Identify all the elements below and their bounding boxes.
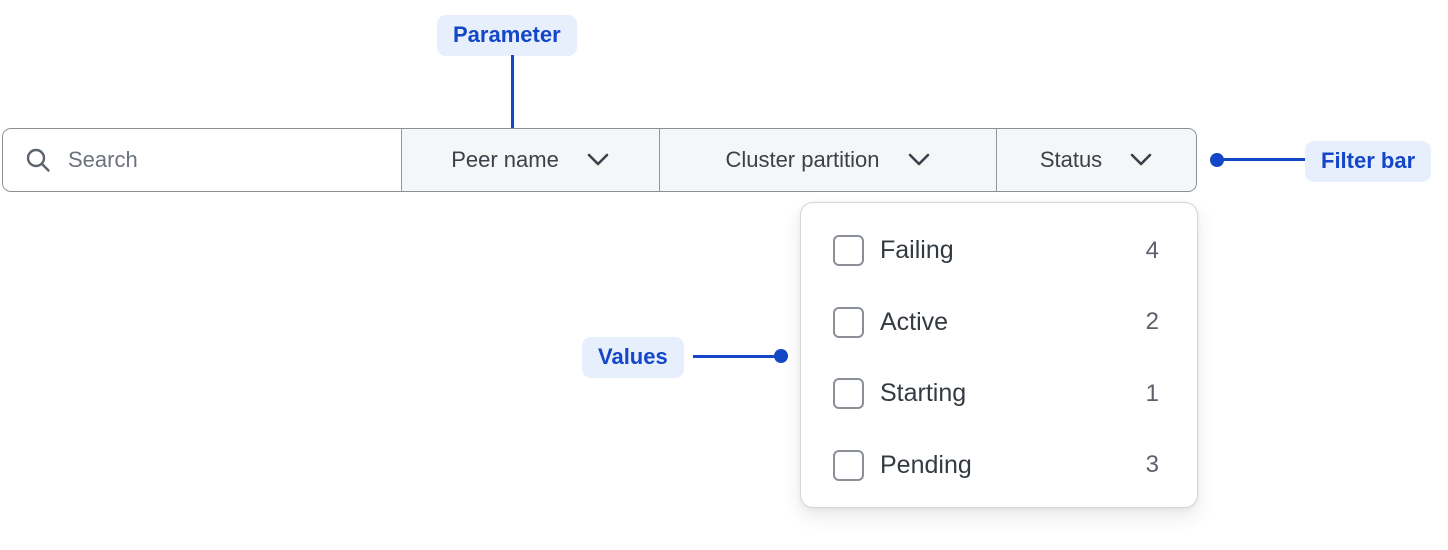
- search-icon: [25, 147, 51, 173]
- menu-item-label: Active: [880, 307, 949, 336]
- parameter-connector-line: [511, 55, 514, 140]
- filter-bar-annotation-badge: Filter bar: [1305, 141, 1432, 182]
- dropdown-cluster-partition-label: Cluster partition: [725, 147, 880, 172]
- menu-item-label: Failing: [880, 236, 954, 265]
- menu-item-failing[interactable]: Failing 4: [833, 215, 1159, 287]
- values-connector-line: [693, 355, 777, 358]
- dropdown-status-label: Status: [1039, 147, 1103, 172]
- menu-item-active[interactable]: Active 2: [833, 287, 1159, 359]
- values-connector-dot: [774, 349, 788, 363]
- menu-item-count: 4: [1145, 236, 1159, 264]
- menu-item-pending[interactable]: Pending 3: [833, 430, 1159, 502]
- filter-bar-connector-dot: [1210, 153, 1224, 167]
- menu-item-label: Pending: [880, 450, 972, 479]
- dropdown-status[interactable]: Status: [996, 129, 1196, 191]
- dropdown-peer-name-label: Peer name: [451, 147, 559, 172]
- menu-item-count: 2: [1145, 308, 1159, 336]
- chevron-down-icon: [586, 152, 610, 168]
- chevron-down-icon: [1129, 152, 1153, 168]
- menu-item-starting[interactable]: Starting 1: [833, 358, 1159, 430]
- menu-item-count: 1: [1145, 379, 1159, 407]
- checkbox-active[interactable]: [833, 306, 864, 338]
- checkbox-pending[interactable]: [833, 449, 864, 481]
- menu-item-label: Starting: [880, 379, 967, 408]
- status-dropdown-menu: Failing 4 Active 2 Starting 1 Pending 3: [800, 202, 1198, 508]
- filter-bar-connector-line: [1219, 158, 1305, 161]
- menu-item-count: 3: [1145, 451, 1159, 479]
- values-annotation-badge: Values: [582, 337, 684, 378]
- dropdown-cluster-partition[interactable]: Cluster partition: [659, 129, 996, 191]
- filter-bar: Peer name Cluster partition Status: [2, 128, 1197, 192]
- checkbox-starting[interactable]: [833, 378, 864, 410]
- search-field[interactable]: [3, 129, 401, 191]
- search-input[interactable]: [68, 147, 368, 173]
- parameter-annotation-badge: Parameter: [437, 15, 577, 56]
- checkbox-failing[interactable]: [833, 235, 864, 267]
- dropdown-peer-name[interactable]: Peer name: [401, 129, 659, 191]
- chevron-down-icon: [907, 152, 931, 168]
